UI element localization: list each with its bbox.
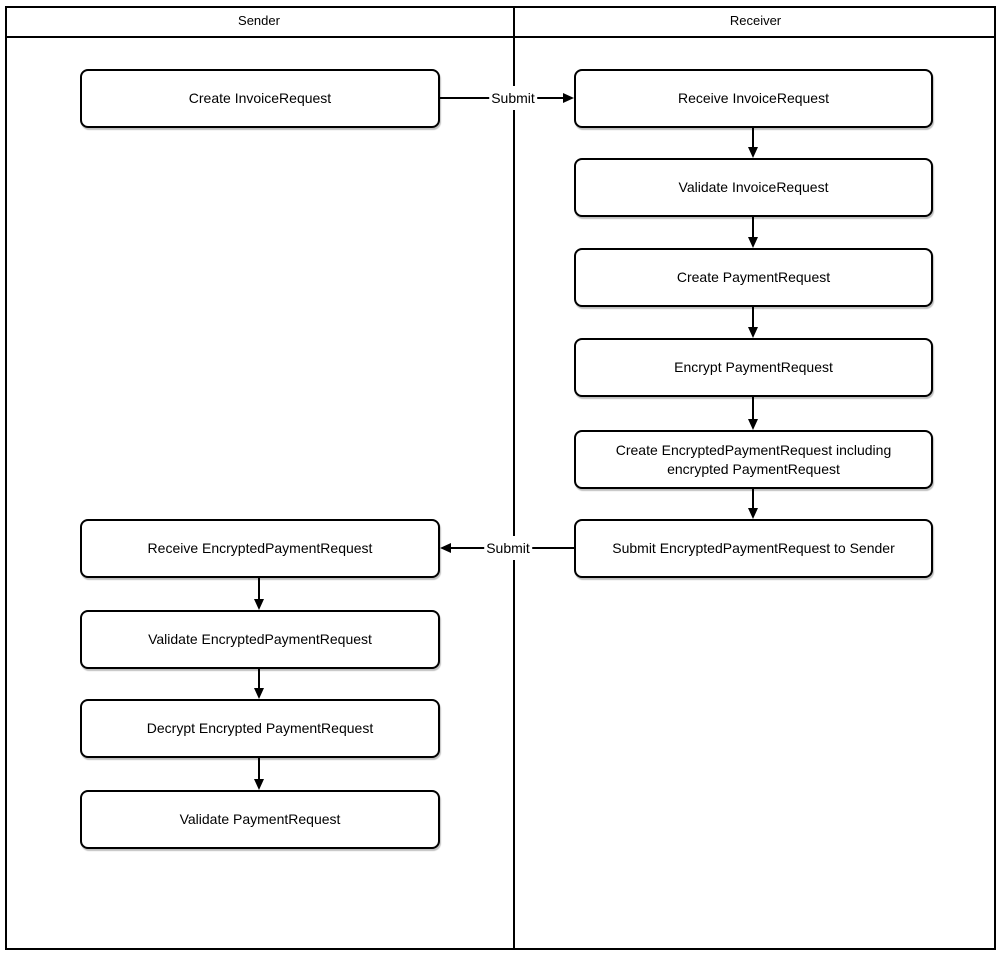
arrow-shaft <box>258 669 260 689</box>
node-receive-invoice-request: Receive InvoiceRequest <box>574 69 933 128</box>
edge-create-encrypted-to-submit-encrypted <box>748 489 758 519</box>
lane-header-sender: Sender <box>238 13 280 28</box>
node-receive-encrypted-payment-request: Receive EncryptedPaymentRequest <box>80 519 440 578</box>
arrowhead-left-icon <box>440 543 451 553</box>
arrow-shaft <box>752 307 754 328</box>
node-encrypt-payment-request: Encrypt PaymentRequest <box>574 338 933 397</box>
edge-validate-invoice-to-create-payment <box>748 217 758 248</box>
arrow-shaft <box>258 758 260 780</box>
arrow-shaft <box>258 578 260 600</box>
node-validate-payment-request: Validate PaymentRequest <box>80 790 440 849</box>
diagram-frame <box>5 6 996 950</box>
arrowhead-down-icon <box>254 688 264 699</box>
node-validate-invoice-request: Validate InvoiceRequest <box>574 158 933 217</box>
arrowhead-down-icon <box>748 327 758 338</box>
arrow-shaft <box>752 489 754 509</box>
arrow-shaft <box>752 217 754 238</box>
node-validate-encrypted-payment-request: Validate EncryptedPaymentRequest <box>80 610 440 669</box>
arrowhead-down-icon <box>254 599 264 610</box>
arrowhead-down-icon <box>254 779 264 790</box>
edge-receive-to-validate-invoice <box>748 128 758 158</box>
arrowhead-down-icon <box>748 508 758 519</box>
lane-header-divider <box>5 36 996 38</box>
edge-create-payment-to-encrypt-payment <box>748 307 758 338</box>
arrowhead-down-icon <box>748 237 758 248</box>
arrow-shaft <box>752 397 754 420</box>
node-create-encrypted-payment-request: Create EncryptedPaymentRequest including… <box>574 430 933 489</box>
edge-validate-encrypted-to-decrypt <box>254 669 264 699</box>
node-decrypt-encrypted-payment-request: Decrypt Encrypted PaymentRequest <box>80 699 440 758</box>
node-create-payment-request: Create PaymentRequest <box>574 248 933 307</box>
node-create-invoice-request: Create InvoiceRequest <box>80 69 440 128</box>
edge-decrypt-to-validate-payment <box>254 758 264 790</box>
node-submit-encrypted-payment-request: Submit EncryptedPaymentRequest to Sender <box>574 519 933 578</box>
edge-encrypt-payment-to-create-encrypted <box>748 397 758 430</box>
edge-receive-encrypted-to-validate-encrypted <box>254 578 264 610</box>
edge-label-submit-invoice: Submit <box>489 86 537 110</box>
lane-divider <box>513 6 515 950</box>
arrowhead-down-icon <box>748 147 758 158</box>
arrow-shaft <box>752 128 754 148</box>
lane-header-receiver: Receiver <box>729 13 782 28</box>
arrowhead-down-icon <box>748 419 758 430</box>
edge-label-submit-encrypted-payment: Submit <box>484 536 532 560</box>
arrowhead-right-icon <box>563 93 574 103</box>
